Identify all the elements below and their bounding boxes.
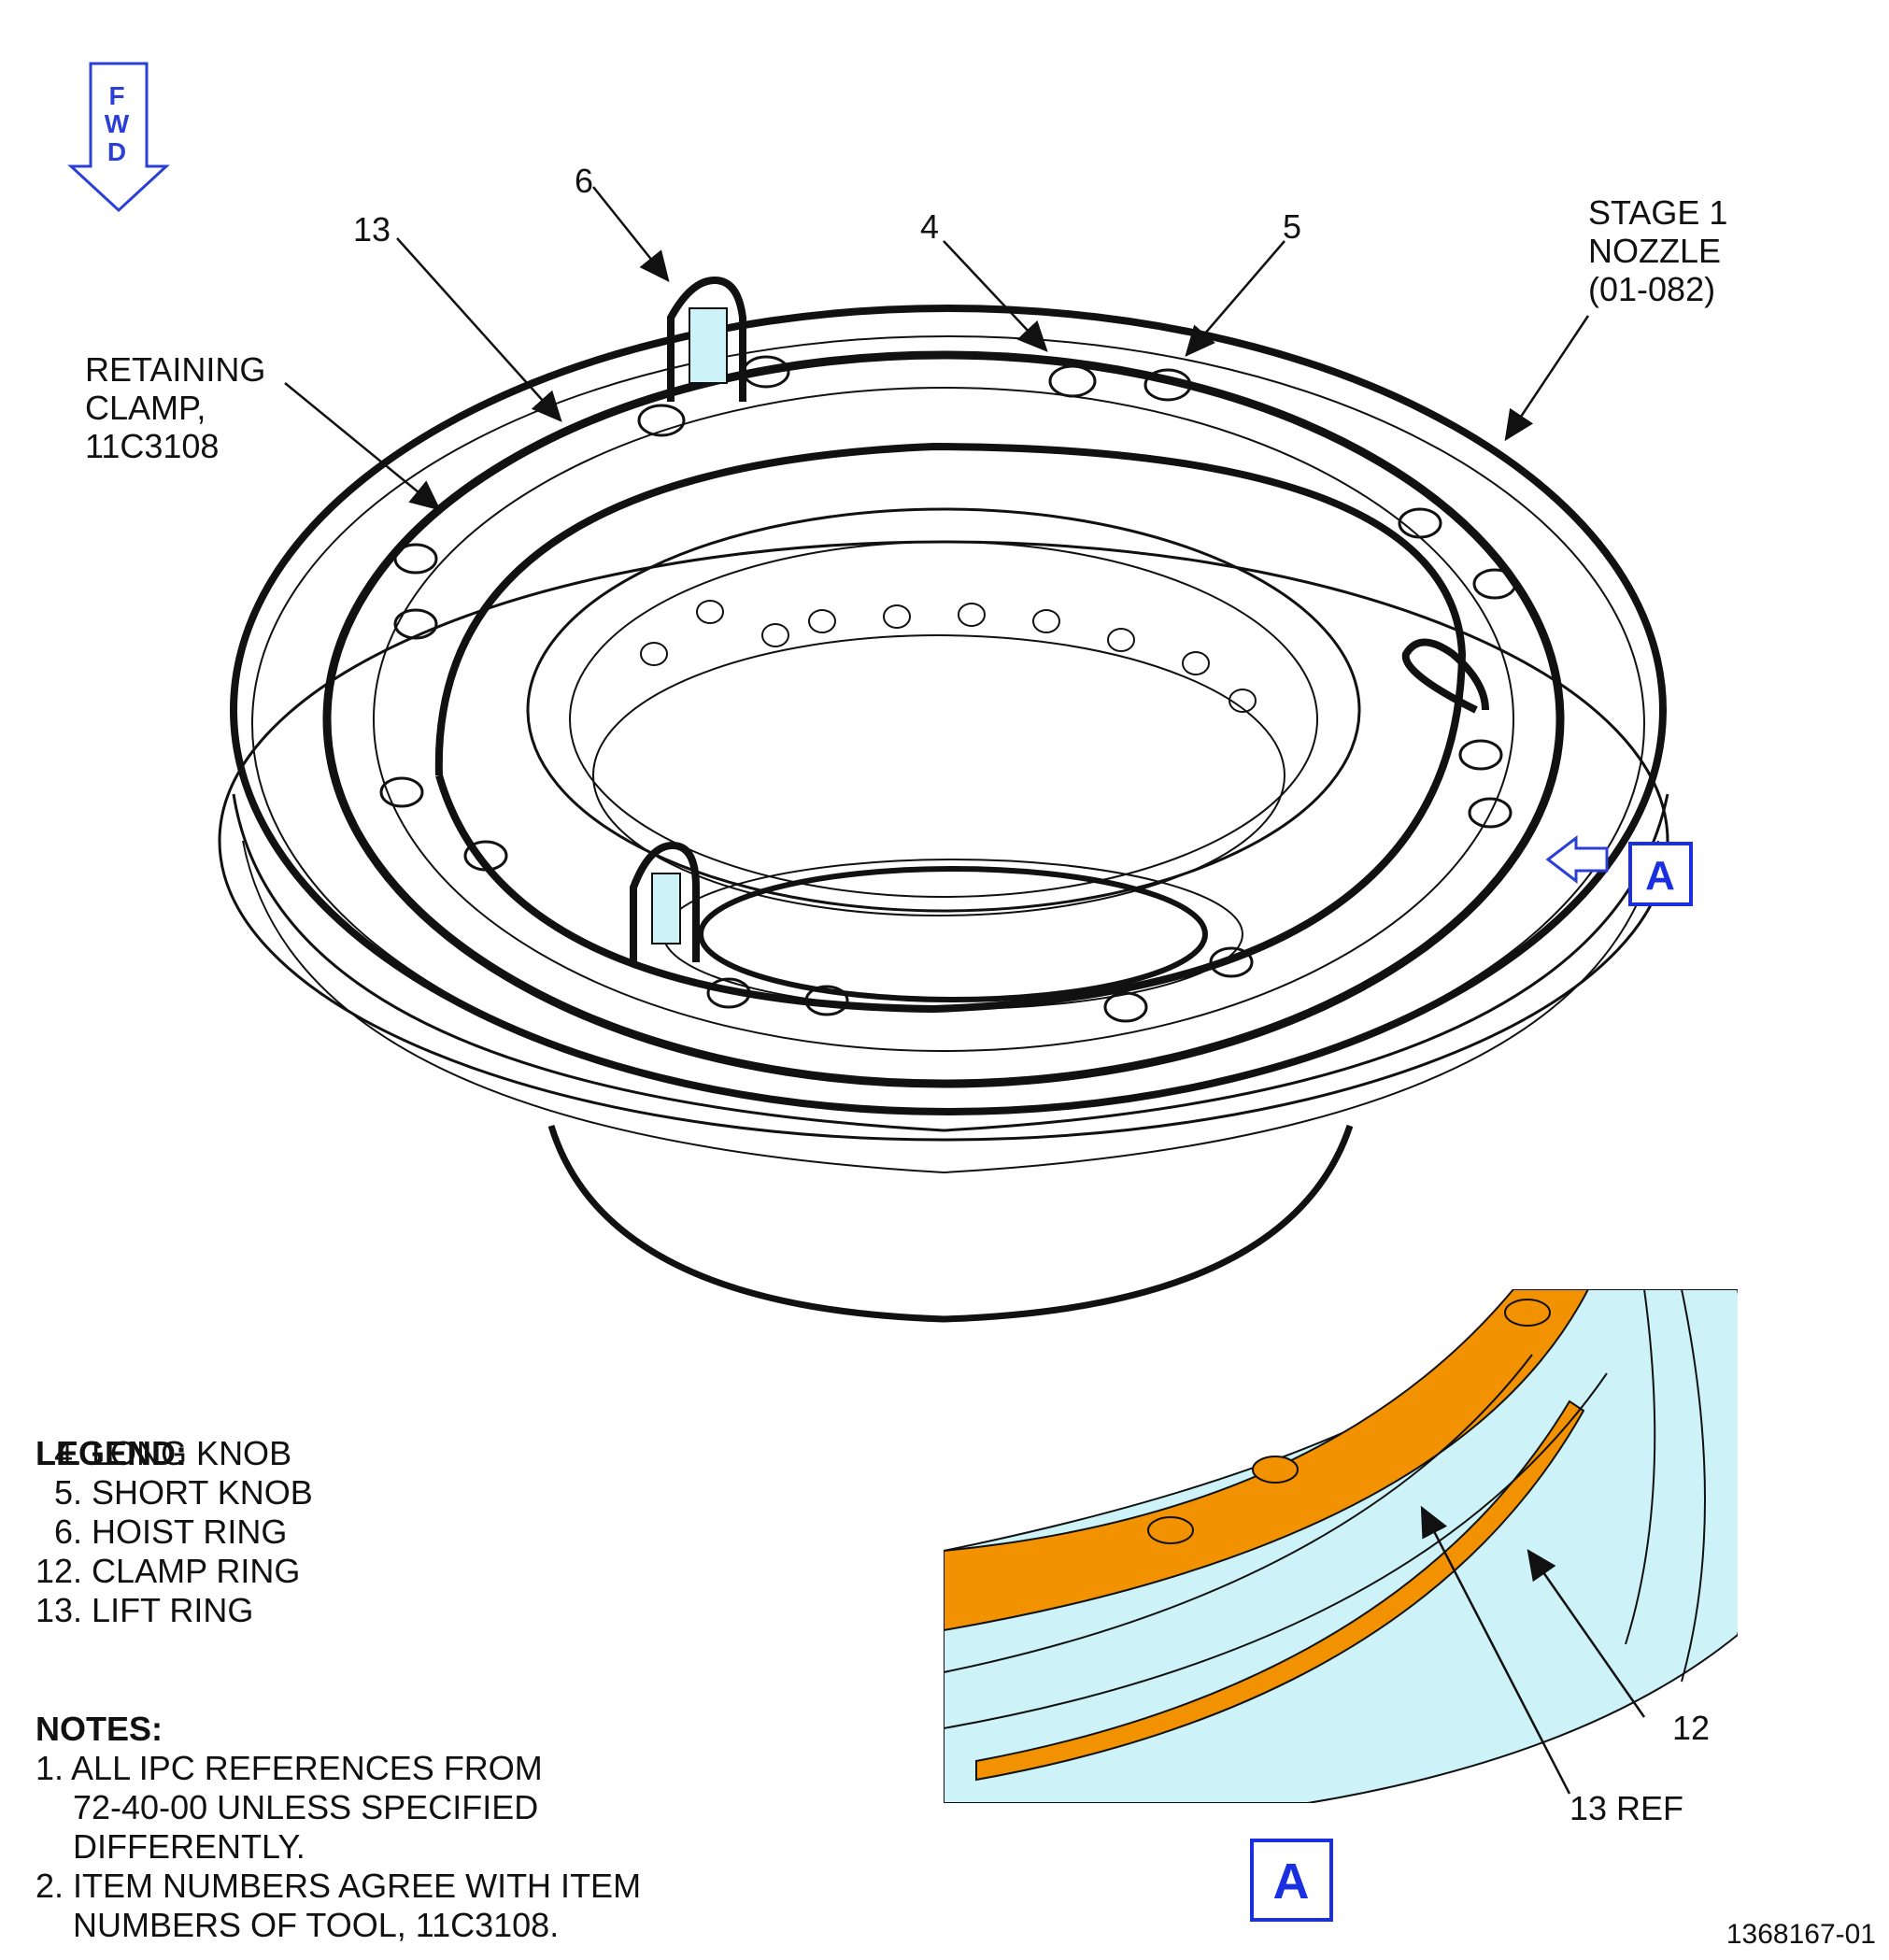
legend-title: LEGEND: (36, 1434, 187, 1472)
callout-stage1-line2: NOZZLE (1588, 232, 1721, 270)
fwd-letter-f: F (108, 81, 124, 110)
fwd-letter-d: D (107, 137, 126, 166)
notes-title: NOTES: (36, 1710, 163, 1748)
callout-stage1-line1: STAGE 1 (1588, 193, 1727, 232)
callout-retaining-line2: CLAMP, (85, 389, 206, 427)
fwd-letter-w: W (105, 109, 130, 138)
legend-item-12: 12. CLAMP RING (36, 1552, 301, 1590)
figure-number: 1368167-01 (1726, 1919, 1876, 1950)
callout-6: 6 (575, 162, 593, 200)
note-1-line3: DIFFERENTLY. (73, 1827, 305, 1866)
callout-retaining-line3: 11C3108 (85, 427, 219, 465)
detail-view-a: 12 13 REF A (944, 1289, 1738, 1922)
callout-13: 13 (353, 210, 391, 249)
callout-4: 4 (920, 207, 939, 246)
callout-12: 12 (1672, 1709, 1710, 1747)
callout-13-ref: 13 REF (1569, 1789, 1683, 1827)
legend-item-13: 13. LIFT RING (36, 1591, 254, 1629)
view-a-marker-label: A (1645, 853, 1675, 899)
hoist-ring-icon (630, 276, 1489, 962)
legend-item-5: 5. SHORT KNOB (54, 1473, 313, 1512)
legend: LEGEND: 4. LONG KNOB 5. SHORT KNOB 6. HO… (36, 1434, 313, 1630)
callout-5: 5 (1283, 207, 1301, 246)
view-a-arrow-icon (1545, 834, 1609, 885)
lift-ring-highlight (944, 1289, 1590, 1632)
note-2-line2: NUMBERS OF TOOL, 11C3108. (73, 1906, 560, 1944)
clamp-ring-highlight (975, 1399, 1585, 1782)
note-1-line1: 1. ALL IPC REFERENCES FROM (36, 1749, 543, 1787)
detail-view-a-label: A (1273, 1853, 1310, 1910)
notes: NOTES: 1. ALL IPC REFERENCES FROM 72-40-… (36, 1710, 641, 1945)
callout-stage1-line3: (01-082) (1588, 270, 1715, 308)
callout-retaining-line1: RETAINING (85, 350, 265, 389)
note-1-line2: 72-40-00 UNLESS SPECIFIED (73, 1788, 539, 1826)
view-a-marker: A (1628, 842, 1693, 906)
legend-item-6: 6. HOIST RING (54, 1513, 288, 1551)
note-2-line1: 2. ITEM NUMBERS AGREE WITH ITEM (36, 1867, 642, 1905)
leader-lines (284, 186, 1590, 511)
legend-item-4: 4. LONG KNOB (54, 1434, 292, 1472)
nozzle-assembly-drawing (218, 276, 1669, 1323)
fwd-arrow-icon: F W D (67, 62, 170, 213)
